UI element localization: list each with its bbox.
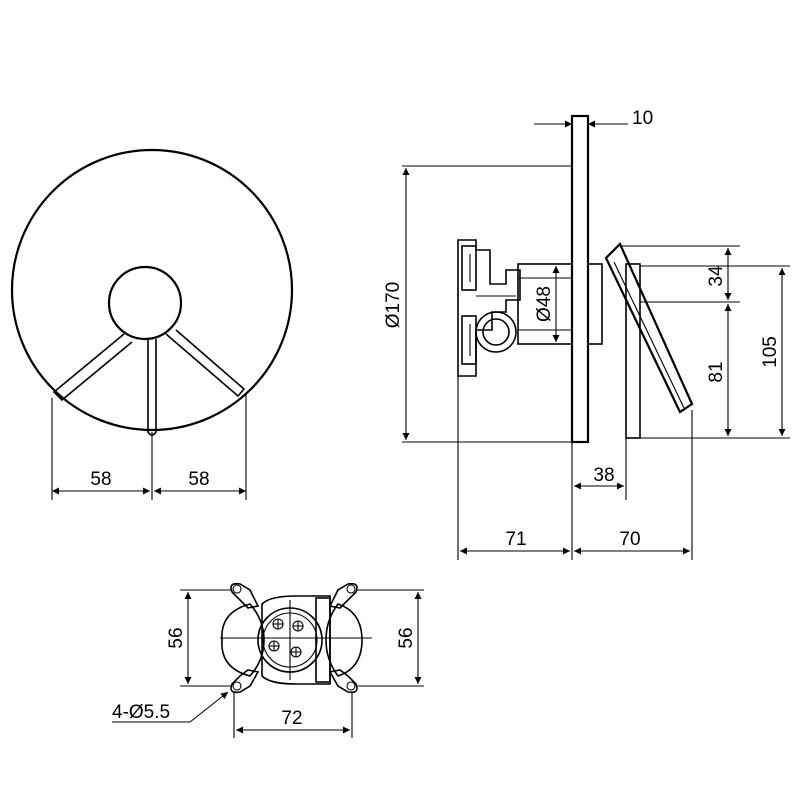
bracket-view: 56 56 72 4-Ø5.5 — [112, 582, 424, 738]
dim-label-front-left: 58 — [90, 469, 111, 490]
mounting-hole — [232, 681, 242, 691]
dim-label-total-height: 105 — [760, 336, 781, 368]
dim-label-rear-depth: 71 — [505, 529, 526, 550]
valve-body — [517, 263, 573, 345]
bracket-ear-top-right — [328, 582, 358, 609]
dim-label-body-diameter: Ø48 — [534, 286, 555, 322]
dim-label-bracket-width: 72 — [281, 708, 302, 729]
handle-knob — [107, 265, 183, 341]
cover-plate-outline — [10, 148, 294, 432]
dim-label-bracket-left: 56 — [166, 627, 187, 648]
side-view: 10 Ø170 Ø48 34 81 105 38 71 70 — [383, 108, 790, 560]
bracket-right-lobe — [325, 603, 363, 677]
wall-plate — [570, 114, 590, 444]
rear-valve-assembly — [457, 239, 521, 377]
dim-label-handle-top: 34 — [706, 265, 727, 287]
dim-label-front-depth: 70 — [619, 529, 640, 550]
body-collar — [587, 263, 603, 345]
outlet-port — [475, 311, 517, 353]
handle-base — [625, 263, 641, 439]
dim-label-handle-height: 81 — [706, 361, 727, 382]
lever-arms — [52, 329, 246, 436]
dim-label-bracket-right: 56 — [396, 627, 417, 648]
dim-label-plate-diameter: Ø170 — [383, 282, 404, 328]
dim-label-handle-offset: 38 — [593, 465, 614, 486]
dim-label-mounting-holes: 4-Ø5.5 — [112, 702, 170, 723]
port-holes — [268, 618, 304, 658]
dim-label-plate-thickness: 10 — [632, 108, 653, 129]
dim-label-front-right: 58 — [188, 469, 209, 490]
bracket-body — [261, 595, 331, 685]
bracket-ear-top-left — [230, 582, 260, 609]
front-view: 58 58 — [10, 148, 294, 500]
handle-lever — [604, 242, 694, 414]
